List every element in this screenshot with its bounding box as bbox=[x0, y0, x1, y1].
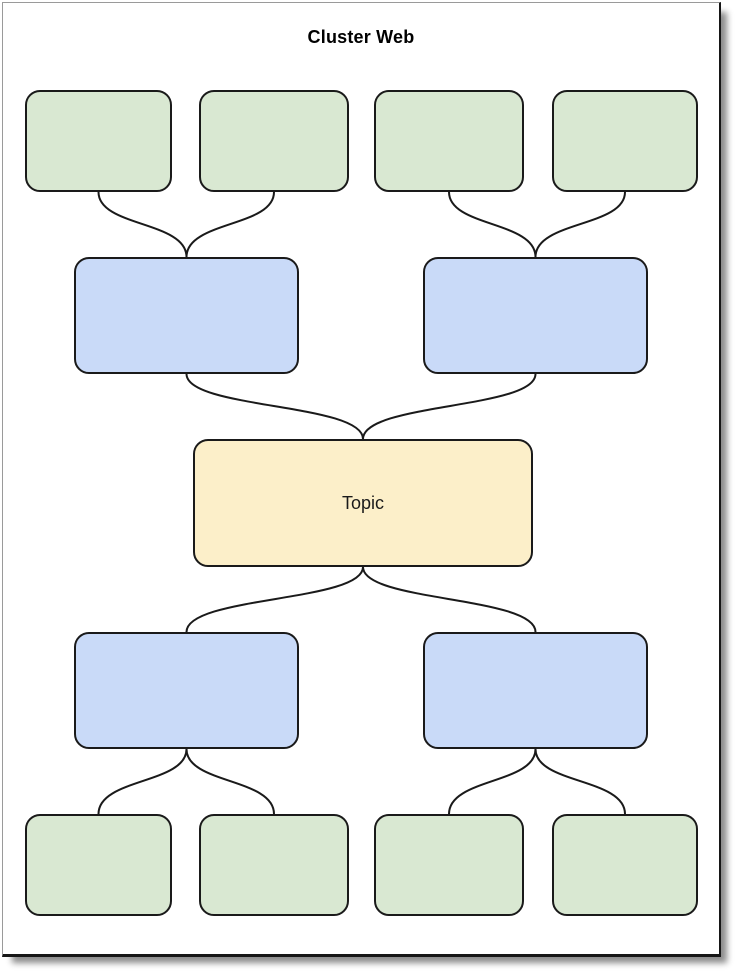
topic-box[interactable]: Topic bbox=[193, 439, 533, 567]
connector-topic-branch4 bbox=[362, 566, 537, 633]
connector-branch1-topic bbox=[185, 373, 364, 440]
topic-box-label: Topic bbox=[341, 492, 385, 513]
leaf-box-bottom-4[interactable] bbox=[552, 814, 698, 916]
connector-branch3-leaf6 bbox=[185, 748, 275, 815]
leaf-box-top-2[interactable] bbox=[199, 90, 349, 192]
connector-leaf4-branch2 bbox=[534, 191, 626, 258]
leaf-box-top-1[interactable] bbox=[25, 90, 172, 192]
branch-box-upper-left[interactable] bbox=[74, 257, 299, 374]
leaf-box-bottom-3[interactable] bbox=[374, 814, 524, 916]
page-title: Cluster Web bbox=[307, 27, 415, 47]
connector-topic-branch3 bbox=[185, 566, 364, 633]
connector-branch4-leaf7 bbox=[448, 748, 537, 815]
branch-box-lower-right[interactable] bbox=[423, 632, 648, 749]
leaf-box-top-4[interactable] bbox=[552, 90, 698, 192]
worksheet-page: Cluster Web bbox=[2, 2, 721, 957]
leaf-box-bottom-2[interactable] bbox=[199, 814, 349, 916]
leaf-box-bottom-1[interactable] bbox=[25, 814, 172, 916]
connector-branch4-leaf8 bbox=[534, 748, 626, 815]
connector-leaf3-branch2 bbox=[448, 191, 537, 258]
branch-box-lower-left[interactable] bbox=[74, 632, 299, 749]
connector-branch2-topic bbox=[362, 373, 537, 440]
branch-box-upper-right[interactable] bbox=[423, 257, 648, 374]
connector-leaf1-branch1 bbox=[97, 191, 188, 258]
leaf-box-top-3[interactable] bbox=[374, 90, 524, 192]
connector-branch3-leaf5 bbox=[97, 748, 188, 815]
connector-leaf2-branch1 bbox=[185, 191, 275, 258]
